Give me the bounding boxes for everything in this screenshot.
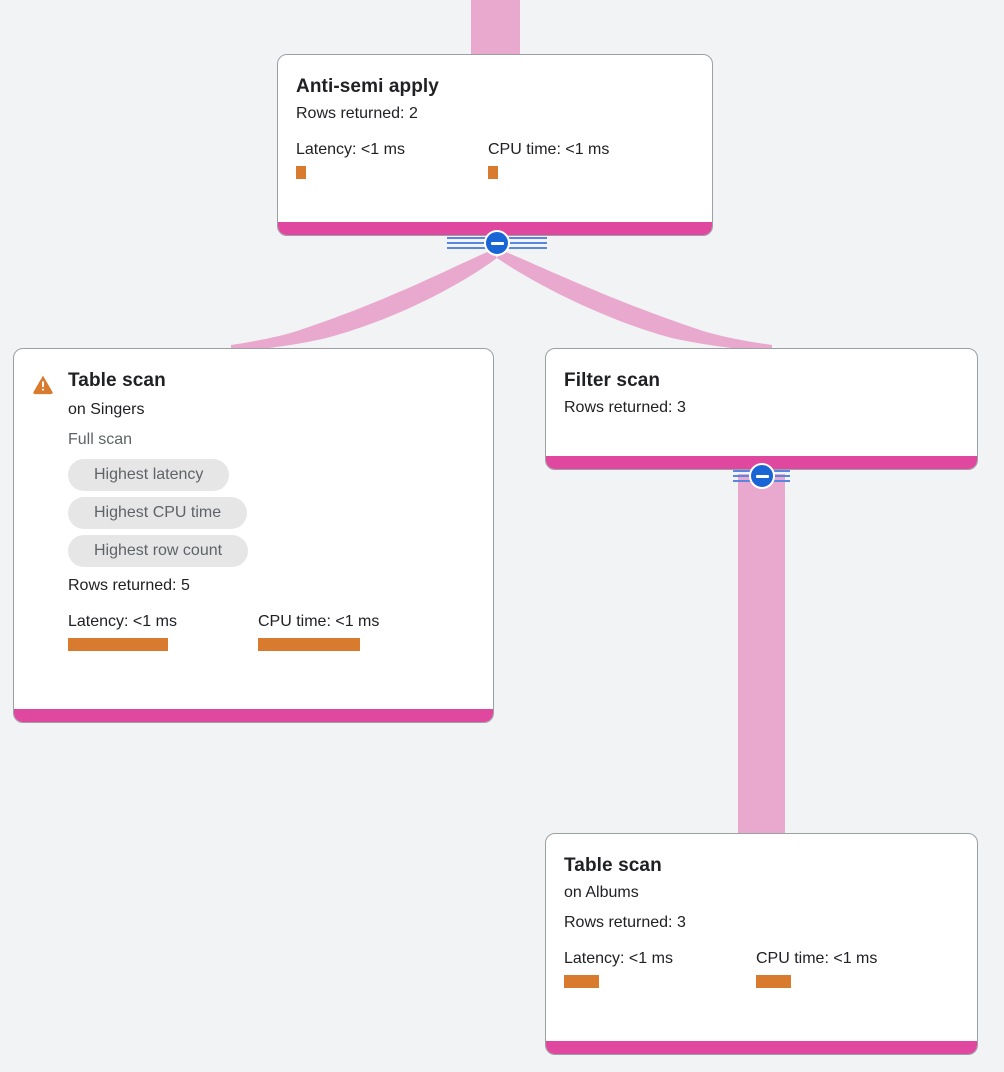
metric-cpu-time: CPU time: <1 ms xyxy=(756,946,877,988)
collapse-handle-anti-semi-apply[interactable] xyxy=(484,230,510,256)
node-subtitle: on Albums xyxy=(564,884,639,901)
node-title-row: Filter scan xyxy=(564,369,959,393)
node-rows-returned: Rows returned: 3 xyxy=(564,399,686,416)
node-footer-bar xyxy=(546,1041,977,1054)
node-footer-bar xyxy=(278,222,712,235)
node-title-row: Anti-semi apply xyxy=(296,75,694,99)
node-title-row: Table scan xyxy=(32,369,475,395)
node-title: Filter scan xyxy=(564,370,661,391)
node-body: Filter scan Rows returned: 3 xyxy=(546,349,977,433)
node-scan-type: Full scan xyxy=(68,431,133,448)
edge-filter-scan-to-table-scan-albums xyxy=(738,474,785,834)
node-table-scan-albums[interactable]: Table scan on Albums Rows returned: 3 La… xyxy=(545,833,978,1055)
metric-latency-label: Latency: <1 ms xyxy=(296,141,405,158)
metric-latency-bar xyxy=(296,166,306,179)
metric-cpu-time-label: CPU time: <1 ms xyxy=(258,613,380,630)
node-title: Table scan xyxy=(564,855,662,876)
metric-cpu-time-bar xyxy=(488,166,498,179)
edge-incoming-root xyxy=(471,0,520,56)
metric-latency: Latency: <1 ms xyxy=(296,137,488,179)
metric-cpu-time: CPU time: <1 ms xyxy=(488,137,609,179)
node-metrics: Latency: <1 ms CPU time: <1 ms xyxy=(68,609,475,651)
minus-circle-icon xyxy=(755,474,769,478)
edge-anti-semi-to-table-scan-singers xyxy=(231,250,497,352)
node-subtitle: on Singers xyxy=(68,401,145,418)
node-footer-bar xyxy=(546,456,977,469)
node-title-row: Table scan xyxy=(564,854,959,878)
metric-cpu-time-label: CPU time: <1 ms xyxy=(488,141,610,158)
node-table-scan-singers[interactable]: Table scan on Singers Full scan Highest … xyxy=(13,348,494,723)
node-body: Anti-semi apply Rows returned: 2 Latency… xyxy=(278,55,712,189)
edge-anti-semi-to-filter-scan xyxy=(497,250,772,352)
badge-highest-cpu-time[interactable]: Highest CPU time xyxy=(68,497,248,529)
node-metrics: Latency: <1 ms CPU time: <1 ms xyxy=(296,137,694,179)
metric-cpu-time-bar xyxy=(756,975,791,988)
metric-cpu-time: CPU time: <1 ms xyxy=(258,609,379,651)
node-rows-returned: Rows returned: 5 xyxy=(68,577,190,594)
node-footer-bar xyxy=(14,709,493,722)
metric-latency-bar xyxy=(68,638,168,651)
collapse-handle-filter-scan[interactable] xyxy=(749,463,775,489)
node-rows-returned: Rows returned: 2 xyxy=(296,105,418,122)
minus-circle-icon xyxy=(490,241,504,245)
metric-latency-label: Latency: <1 ms xyxy=(68,613,177,630)
node-badges: Highest latency Highest CPU time Highest… xyxy=(68,459,475,567)
metric-latency-label: Latency: <1 ms xyxy=(564,950,673,967)
metric-latency-bar xyxy=(564,975,599,988)
node-rows-returned: Rows returned: 3 xyxy=(564,914,686,931)
node-metrics: Latency: <1 ms CPU time: <1 ms xyxy=(564,946,959,988)
node-body: Table scan on Singers Full scan Highest … xyxy=(14,349,493,661)
node-filter-scan[interactable]: Filter scan Rows returned: 3 xyxy=(545,348,978,470)
node-title: Anti-semi apply xyxy=(296,76,439,97)
node-body: Table scan on Albums Rows returned: 3 La… xyxy=(546,834,977,998)
node-title: Table scan xyxy=(68,370,166,391)
metric-latency: Latency: <1 ms xyxy=(564,946,756,988)
warning-triangle-icon xyxy=(33,375,53,395)
metric-cpu-time-bar xyxy=(258,638,360,651)
badge-highest-row-count[interactable]: Highest row count xyxy=(68,535,249,567)
badge-highest-latency[interactable]: Highest latency xyxy=(68,459,230,491)
node-anti-semi-apply[interactable]: Anti-semi apply Rows returned: 2 Latency… xyxy=(277,54,713,236)
metric-latency: Latency: <1 ms xyxy=(68,609,258,651)
metric-cpu-time-label: CPU time: <1 ms xyxy=(756,950,878,967)
